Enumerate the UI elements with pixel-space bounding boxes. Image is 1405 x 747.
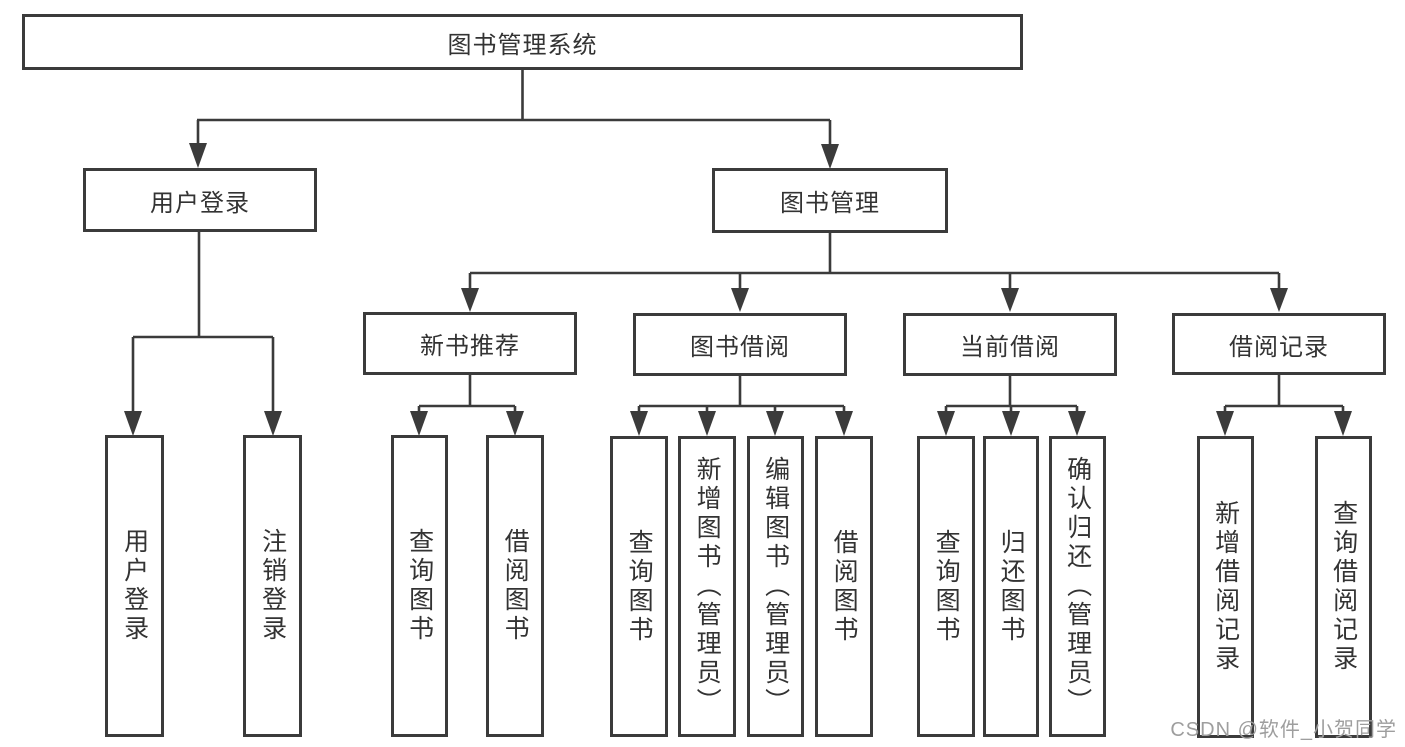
node-current-borrow: 当前借阅 [903, 313, 1117, 376]
node-root: 图书管理系统 [22, 14, 1023, 70]
node-borrow-records: 借阅记录 [1172, 313, 1386, 375]
leaf-label: 查询图书 [405, 528, 434, 644]
node-leaf-user-login: 用户登录 [105, 435, 164, 737]
node-leaf-br-add-record: 新增借阅记录 [1197, 436, 1254, 738]
node-leaf-bb-edit-books: 编辑图书（管理员） [747, 436, 804, 737]
leaf-label: 编辑图书（管理员） [761, 456, 790, 717]
node-leaf-cb-query-books: 查询图书 [917, 436, 975, 737]
node-leaf-bb-query-books: 查询图书 [610, 436, 668, 737]
node-leaf-cb-confirm-return: 确认归还（管理员） [1049, 436, 1106, 737]
node-leaf-bb-add-books: 新增图书（管理员） [678, 436, 736, 737]
node-user-login-group: 用户登录 [83, 168, 317, 232]
node-leaf-logout: 注销登录 [243, 435, 302, 737]
node-book-management: 图书管理 [712, 168, 948, 233]
leaf-label: 查询图书 [625, 528, 654, 645]
leaf-label: 新增借阅记录 [1211, 500, 1240, 674]
leaf-label: 注销登录 [258, 528, 287, 644]
node-leaf-bb-borrow-books: 借阅图书 [815, 436, 873, 737]
node-leaf-rec-borrow-books: 借阅图书 [486, 435, 544, 737]
leaf-label: 查询图书 [932, 528, 961, 645]
leaf-label: 确认归还（管理员） [1063, 456, 1092, 717]
node-leaf-br-query-record: 查询借阅记录 [1315, 436, 1372, 738]
leaf-label: 查询借阅记录 [1329, 500, 1358, 674]
leaf-label: 用户登录 [120, 528, 149, 644]
node-new-book-recommend: 新书推荐 [363, 312, 577, 375]
csdn-watermark: CSDN @软件_小贺同学 [1170, 719, 1397, 741]
leaf-label: 借阅图书 [830, 528, 859, 645]
node-leaf-rec-query-books: 查询图书 [391, 435, 448, 737]
node-book-borrow: 图书借阅 [633, 313, 847, 376]
leaf-label: 借阅图书 [501, 528, 530, 644]
leaf-label: 新增图书（管理员） [693, 456, 722, 717]
leaf-label: 归还图书 [997, 528, 1026, 645]
node-leaf-cb-return-books: 归还图书 [983, 436, 1039, 737]
